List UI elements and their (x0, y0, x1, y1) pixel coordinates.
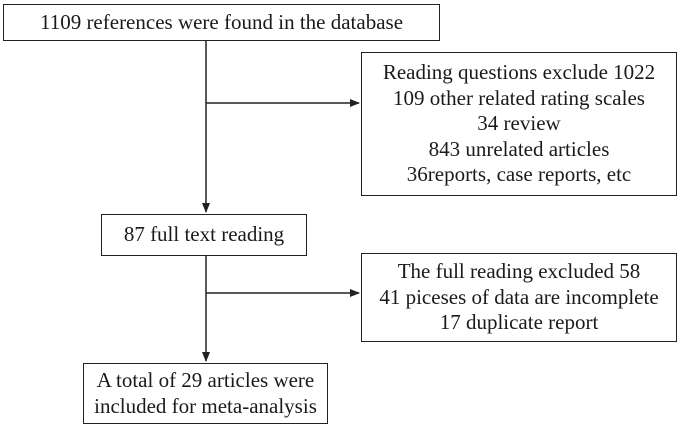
exclusion-2-line: The full reading excluded 58 (397, 259, 641, 284)
exclusion-1-line: Reading questions exclude 1022 (382, 60, 656, 85)
included-box: A total of 29 articles were included for… (83, 363, 328, 424)
identified-box: 1109 references were found in the databa… (3, 4, 440, 41)
exclusion-2-line: 17 duplicate report (439, 310, 599, 335)
included-line: included for meta-analysis (94, 393, 317, 418)
exclusion-2-box: The full reading excluded 58 41 piceses … (361, 253, 677, 342)
exclusion-1-box: Reading questions exclude 1022 109 other… (361, 52, 677, 196)
exclusion-1-line: 843 unrelated articles (428, 136, 610, 161)
included-line: A total of 29 articles were (96, 368, 315, 392)
full-text-line: 87 full text reading (123, 222, 285, 247)
exclusion-1-line: 34 review (477, 111, 561, 136)
full-text-box: 87 full text reading (101, 214, 307, 256)
identified-line: 1109 references were found in the databa… (39, 9, 404, 34)
exclusion-2-line: 41 piceses of data are incomplete (379, 284, 659, 309)
exclusion-1-line: 109 other related rating scales (393, 85, 645, 110)
exclusion-1-line: 36reports, case reports, etc (406, 162, 632, 187)
